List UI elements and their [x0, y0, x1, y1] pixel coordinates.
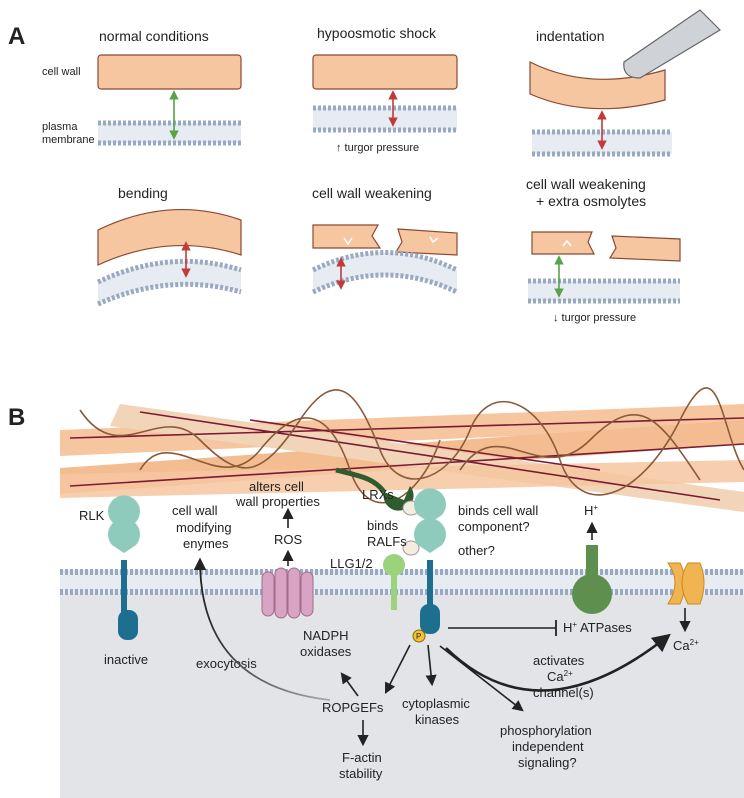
other-label: other? — [458, 543, 495, 558]
binds-ralfs-label-2: RALFs — [367, 534, 407, 549]
membrane-normal — [98, 120, 241, 146]
nadph-oxidase — [261, 567, 314, 619]
bending-title: bending — [118, 185, 168, 201]
cyto-kinase-arrow — [425, 644, 437, 687]
binds-cw-label-1: binds cell wall — [458, 503, 538, 518]
cell-wall-indented — [529, 61, 666, 110]
cell-wall-bent — [97, 209, 242, 266]
activates-label-1: activates — [533, 653, 585, 668]
cell-wall-hypo — [312, 54, 458, 90]
turgor-up-note: ↑ turgor pressure — [336, 142, 419, 154]
calcium-channel — [667, 562, 705, 605]
hplus-label: H+ — [584, 503, 598, 518]
rlk-inactive-receptor — [108, 495, 140, 640]
binds-ralfs-label-1: binds — [367, 518, 399, 533]
rlk-label: RLK — [79, 508, 105, 523]
hypoosmotic-shock-title: hypoosmotic shock — [317, 25, 437, 41]
weakening-title: cell wall weakening — [312, 185, 432, 201]
llg-protein — [383, 554, 405, 610]
inactive-label: inactive — [104, 652, 148, 667]
membrane-bent — [96, 258, 242, 307]
cwme-label-1: cell wall — [172, 503, 218, 518]
phos-label-3: signaling? — [518, 755, 577, 770]
cwme-label-2: modifying — [176, 520, 232, 535]
cyto-label-1: cytoplasmic — [402, 696, 470, 711]
membrane-hypo — [313, 105, 457, 133]
cell-wall-fibers — [60, 387, 744, 512]
activates-label-2: Ca2+ — [547, 669, 573, 684]
ca-label: Ca2+ — [673, 638, 699, 653]
rlk-active-receptor — [402, 488, 446, 634]
cell-wall-normal — [97, 54, 242, 90]
cyto-label-2: kinases — [415, 712, 460, 727]
ropgef-arrow — [384, 644, 411, 694]
turgor-down-note: ↓ turgor pressure — [553, 312, 636, 324]
membrane-label: membrane — [42, 134, 95, 146]
panel-b-label: B — [8, 404, 25, 431]
indentation-title: indentation — [536, 28, 605, 44]
plasma-membrane-b — [60, 569, 744, 595]
plasma-label: plasma — [42, 121, 78, 133]
cwme-label-3: enymes — [183, 536, 229, 551]
panel-a-label: A — [8, 23, 25, 50]
phospho-badge: P — [412, 629, 426, 643]
exocytosis-arrow — [193, 557, 331, 701]
exocytosis-label: exocytosis — [196, 656, 257, 671]
alters-label-1: alters cell — [249, 479, 304, 494]
svg-text:P: P — [416, 632, 421, 641]
cytoplasm — [60, 582, 744, 798]
h-atpase-pump — [572, 545, 612, 614]
weakening-osm-title-1: cell wall weakening — [526, 176, 646, 192]
phos-label-1: phosphorylation — [500, 723, 592, 738]
weakening-osm-title-2: + extra osmolytes — [536, 193, 646, 209]
activates-label-3: channel(s) — [533, 685, 594, 700]
cell-wall-broken-osm — [531, 231, 681, 262]
indenter-tip — [623, 9, 721, 79]
nadph-label-2: oxidases — [300, 644, 352, 659]
membrane-osm — [528, 278, 680, 304]
membrane-bulged — [311, 250, 459, 295]
nadph-activation-arrow — [340, 672, 359, 697]
llg-label: LLG1/2 — [330, 556, 373, 571]
activates-arrow — [445, 633, 671, 692]
nadph-label-1: NADPH — [303, 628, 349, 643]
cell-wall-label: cell wall — [42, 66, 81, 78]
ros-label: ROS — [274, 532, 303, 547]
h-atpases-label: H+ ATPases — [563, 620, 632, 635]
factin-label-1: F-actin — [342, 750, 382, 765]
normal-conditions-title: normal conditions — [99, 28, 209, 44]
factin-label-2: stability — [339, 766, 383, 781]
ropgefs-label: ROPGEFs — [322, 700, 384, 715]
binds-cw-label-2: component? — [458, 519, 530, 534]
alters-label-2: wall properties — [235, 494, 320, 509]
lrxs-label: LRXs — [362, 487, 394, 502]
phos-label-2: independent — [512, 739, 584, 754]
cell-wall-broken — [312, 224, 458, 256]
